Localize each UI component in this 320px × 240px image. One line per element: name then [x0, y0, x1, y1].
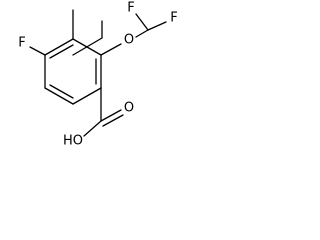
benzene-ring-bonds — [44, 38, 102, 105]
ring-bond-top-right — [72, 38, 102, 56]
bond-chf2-to-f-right — [147, 21, 167, 31]
bond-carbonyl-2 — [102, 114, 124, 127]
atom-label-carbonyl-oxygen: O — [124, 101, 134, 116]
ring-bond-top — [44, 38, 74, 56]
ring-bond-bottom-left — [44, 87, 74, 105]
atom-label-difluoromethyl-f-right: F — [170, 11, 177, 26]
atom-label-hydroxyl: HO — [63, 134, 83, 149]
ring-double-bond-top — [49, 44, 74, 59]
ring-double-bond-bottom-left — [49, 84, 74, 99]
benzene-ring — [72, 20, 103, 56]
bond-carbonyl-1 — [100, 109, 122, 122]
ring-bond-bottom-right — [72, 87, 102, 105]
bond-carboxyl-to-hydroxyl — [83, 120, 102, 137]
substituent-bonds — [29, 9, 167, 137]
molecule-structure-diagram: F O F F O HO — [18, 1, 177, 149]
bond-oxygen-to-chf2 — [135, 29, 149, 38]
bond-ring-to-fluoro — [29, 46, 46, 56]
atom-label-fluoro: F — [18, 36, 25, 51]
bond-chf2-to-f-left — [135, 13, 149, 31]
ring-bond-c1-c2 — [72, 37, 103, 56]
atom-label-ether-oxygen: O — [124, 33, 134, 48]
bond-ring-to-ether-oxygen — [100, 43, 122, 56]
atom-label-difluoromethyl-f-left: F — [127, 1, 134, 16]
